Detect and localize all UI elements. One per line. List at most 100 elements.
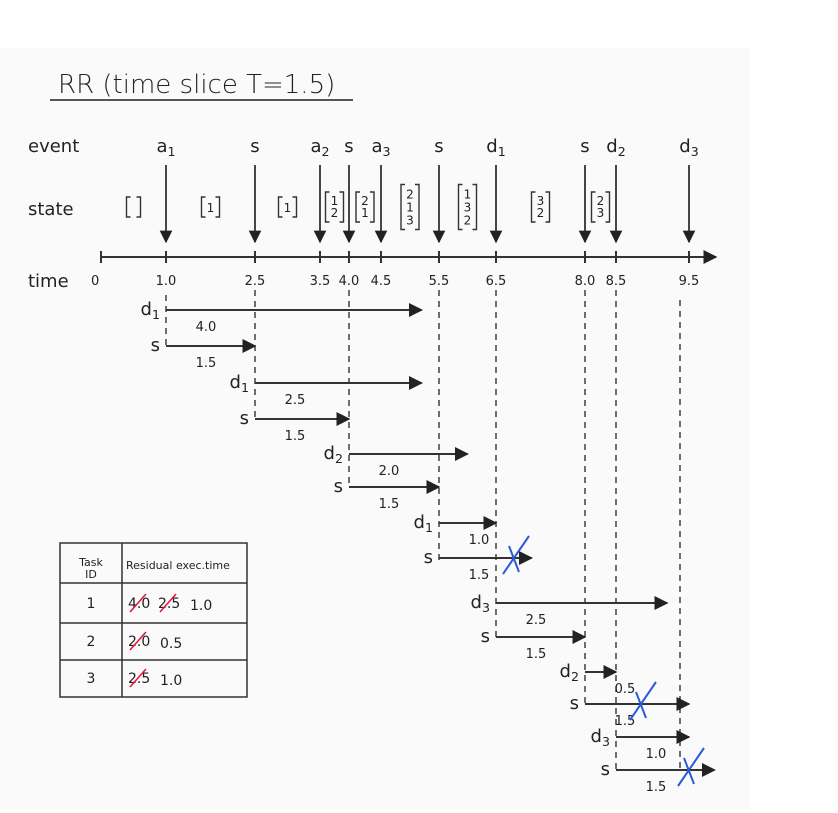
- queue-item: 1: [207, 201, 215, 215]
- trace-row-d: d12.5: [230, 372, 424, 408]
- trace-row-d: d1 1.0: [414, 512, 498, 548]
- state-queue: 21: [355, 191, 375, 223]
- time-row-label: time: [28, 271, 69, 292]
- trace-row-label: d1: [230, 372, 249, 395]
- trace-value: 1.5: [646, 780, 667, 795]
- state-queue: 12: [324, 191, 345, 223]
- event-row-label: event: [28, 136, 79, 157]
- trace-row-label: s: [481, 626, 490, 647]
- cross-out-mark: [629, 681, 657, 721]
- trace-row-label: d2: [324, 443, 343, 466]
- event-label: s: [250, 136, 259, 157]
- axis-tick-label: 4.5: [371, 274, 392, 289]
- current-value: 1.0: [160, 673, 182, 689]
- axis-tick-label: 8.5: [606, 274, 627, 289]
- state-row-label: state: [28, 199, 74, 220]
- trace-value: 1.5: [469, 568, 490, 583]
- table-header-residual: Residual exec.time: [126, 559, 230, 572]
- cross-stroke: [635, 691, 647, 719]
- trace-value: 1.5: [285, 429, 306, 444]
- cross-out-mark: [502, 535, 530, 575]
- axis-tick-label: 6.5: [486, 274, 507, 289]
- strike-mark: [129, 593, 147, 613]
- trace-row-label: d2: [560, 661, 579, 684]
- left-bracket: [324, 191, 330, 223]
- event-label: d3: [679, 136, 698, 159]
- event-label: s: [580, 136, 589, 157]
- trace-value: 1.0: [646, 747, 667, 762]
- trace-value: 4.0: [196, 320, 217, 335]
- event-label: a1: [156, 136, 175, 159]
- queue-item: 2: [331, 206, 339, 220]
- trace-row-label: d1: [414, 512, 433, 535]
- trace-value: 1.0: [469, 533, 490, 548]
- right-bracket: [370, 191, 375, 223]
- cross-stroke: [677, 747, 705, 787]
- trace-row-label: s: [601, 759, 610, 780]
- queue-item: 3: [406, 214, 414, 228]
- strike-mark: [159, 593, 177, 613]
- trace-value: 1.5: [196, 356, 217, 371]
- event-label: d1: [486, 136, 505, 159]
- trace-row-label: d3: [591, 726, 610, 749]
- cross-stroke: [629, 681, 657, 721]
- queue-item: 3: [597, 206, 605, 220]
- right-bracket: [605, 191, 611, 223]
- state-queue: 213: [400, 183, 420, 231]
- strike-mark: [129, 668, 147, 688]
- right-bracket: [415, 183, 420, 231]
- trace-row-label: s: [240, 408, 249, 429]
- trace-row-d: d2 0.5: [560, 661, 636, 697]
- trace-value: 2.0: [379, 464, 400, 479]
- axis-tick-label: 8.0: [575, 274, 596, 289]
- trace-value: 0.5: [615, 682, 636, 697]
- event-label: a2: [310, 136, 329, 159]
- queue-item: 1: [331, 194, 339, 208]
- trace-row-d: d3 1.0: [591, 726, 691, 762]
- trace-row-d: d1 4.0: [141, 299, 424, 335]
- state-queue: [125, 196, 142, 218]
- queue-item: 2: [537, 206, 545, 220]
- queue-item: 1: [464, 188, 472, 202]
- trace-row-label: d1: [141, 299, 160, 322]
- queue-item: 2: [464, 214, 472, 228]
- trace-value: 1.5: [379, 497, 400, 512]
- right-bracket: [472, 183, 478, 231]
- drawing-sheet: [0, 48, 750, 810]
- axis-tick-label: 4.0: [339, 274, 360, 289]
- trace-row-d: d2 2.0: [324, 443, 469, 479]
- axis-tick-label: 5.5: [429, 274, 450, 289]
- left-bracket: [200, 196, 206, 218]
- task-id-cell: 2: [87, 634, 96, 650]
- right-bracket: [215, 196, 221, 218]
- trace-value: 2.5: [526, 613, 547, 628]
- trace-row-s: s 1.5: [570, 681, 691, 729]
- left-bracket: [457, 183, 463, 231]
- cross-out-mark: [677, 747, 705, 787]
- queue-item: 2: [361, 194, 369, 208]
- axis-origin-label: 0: [91, 274, 99, 289]
- left-bracket: [125, 196, 131, 218]
- trace-row-d: d32.5: [471, 592, 669, 628]
- trace-value: 1.5: [615, 714, 636, 729]
- trace-row-s: s1.5: [481, 626, 587, 662]
- task-id-cell: 1: [87, 596, 96, 612]
- event-label: s: [434, 136, 443, 157]
- left-bracket: [400, 183, 405, 231]
- left-bracket: [277, 196, 283, 218]
- event-label: d2: [606, 136, 625, 159]
- current-value: 0.5: [160, 636, 182, 652]
- event-label: a3: [371, 136, 390, 159]
- trace-row-label: s: [570, 693, 579, 714]
- queue-item: 2: [597, 194, 605, 208]
- event-label: s: [344, 136, 353, 157]
- table-border: [59, 542, 248, 698]
- state-queue: 32: [530, 191, 551, 223]
- trace-row-label: s: [424, 547, 433, 568]
- queue-item: 2: [406, 188, 414, 202]
- state-queue: 132: [457, 183, 478, 231]
